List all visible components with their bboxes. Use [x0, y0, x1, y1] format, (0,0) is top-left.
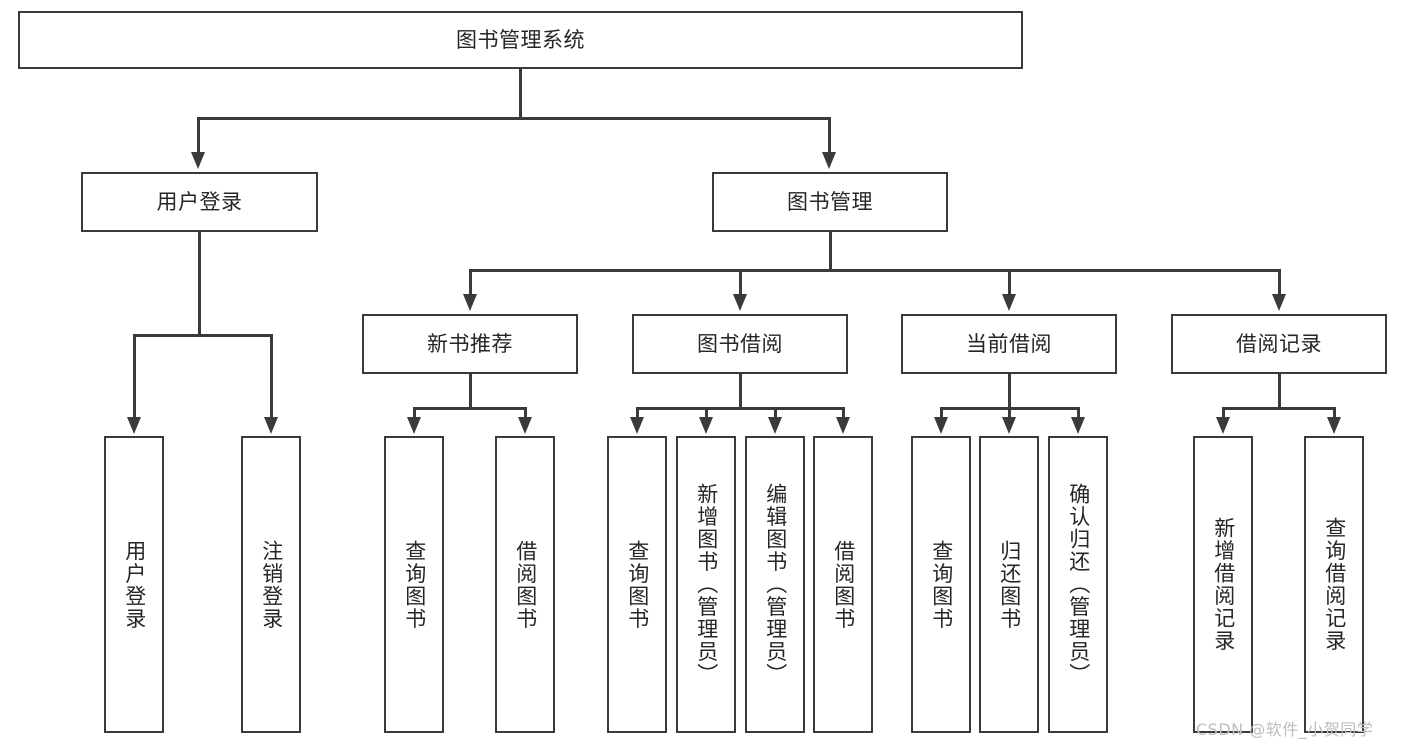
leaf-label: 用户登录: [122, 539, 147, 630]
connector-book-management-stem: [829, 232, 832, 271]
node-label: 图书管理系统: [456, 27, 585, 52]
leaf-cb-query-book[interactable]: 查询图书: [911, 436, 971, 733]
node-label: 当前借阅: [966, 331, 1052, 356]
leaf-logout[interactable]: 注销登录: [241, 436, 301, 733]
connector-bb-drop-2: [705, 407, 708, 419]
node-current-borrow[interactable]: 当前借阅: [901, 314, 1117, 374]
arrowhead-book-management: [822, 152, 836, 169]
connector-bb-drop-1: [636, 407, 639, 419]
leaf-cb-confirm-return-admin[interactable]: 确认归还（管理员）: [1048, 436, 1108, 733]
arrowhead-bb-1: [630, 417, 644, 434]
arrowhead-bb-4: [836, 417, 850, 434]
connector-drop-book-management: [828, 117, 831, 155]
node-label: 借阅记录: [1236, 331, 1322, 356]
leaf-bb-query-book[interactable]: 查询图书: [607, 436, 667, 733]
leaf-label: 查询图书: [929, 539, 954, 630]
node-label: 用户登录: [156, 189, 243, 214]
leaf-cb-return-book[interactable]: 归还图书: [979, 436, 1039, 733]
arrowhead-cb-3: [1071, 417, 1085, 434]
connector-cb-drop-2: [1008, 407, 1011, 419]
connector-level3-bus: [469, 269, 1281, 272]
leaf-label: 查询图书: [402, 539, 427, 630]
node-borrow-record[interactable]: 借阅记录: [1171, 314, 1387, 374]
connector-nbr-bus: [413, 407, 527, 410]
node-root-book-management-system[interactable]: 图书管理系统: [18, 11, 1023, 69]
connector-bb-drop-4: [842, 407, 845, 419]
leaf-br-add-record[interactable]: 新增借阅记录: [1193, 436, 1253, 733]
connector-drop-book-borrow: [739, 269, 742, 297]
node-label: 图书管理: [787, 189, 873, 214]
leaf-br-query-record[interactable]: 查询借阅记录: [1304, 436, 1364, 733]
connector-nbr-drop-1: [413, 407, 416, 419]
leaf-label: 借阅图书: [831, 539, 856, 630]
node-new-book-recommend[interactable]: 新书推荐: [362, 314, 578, 374]
connector-bb-bus: [636, 407, 844, 410]
connector-drop-leaf-user-login: [133, 334, 136, 419]
leaf-label: 确认归还（管理员）: [1066, 483, 1091, 686]
arrowhead-leaf-logout: [264, 417, 278, 434]
leaf-bb-add-book-admin[interactable]: 新增图书（管理员）: [676, 436, 736, 733]
arrowhead-nbr-2: [518, 417, 532, 434]
arrowhead-br-2: [1327, 417, 1341, 434]
leaf-bb-edit-book-admin[interactable]: 编辑图书（管理员）: [745, 436, 805, 733]
connector-drop-new-book-recommend: [469, 269, 472, 297]
leaf-label: 查询借阅记录: [1322, 517, 1347, 652]
connector-br-stem: [1278, 374, 1281, 409]
leaf-label: 新增图书（管理员）: [694, 483, 719, 686]
connector-br-drop-2: [1333, 407, 1336, 419]
arrowhead-bb-2: [699, 417, 713, 434]
arrowhead-nbr-1: [407, 417, 421, 434]
leaf-label: 编辑图书（管理员）: [763, 483, 788, 686]
node-book-borrow[interactable]: 图书借阅: [632, 314, 848, 374]
arrowhead-leaf-user-login: [127, 417, 141, 434]
leaf-label: 归还图书: [997, 539, 1022, 630]
connector-root-stem: [519, 69, 522, 118]
leaf-nbr-query-book[interactable]: 查询图书: [384, 436, 444, 733]
connector-level2-bus: [197, 117, 831, 120]
leaf-nbr-borrow-book[interactable]: 借阅图书: [495, 436, 555, 733]
connector-user-login-bus: [133, 334, 273, 337]
arrowhead-book-borrow: [733, 294, 747, 311]
connector-drop-current-borrow: [1008, 269, 1011, 297]
arrowhead-new-book-recommend: [463, 294, 477, 311]
leaf-bb-borrow-book[interactable]: 借阅图书: [813, 436, 873, 733]
connector-drop-borrow-record: [1278, 269, 1281, 297]
leaf-user-login[interactable]: 用户登录: [104, 436, 164, 733]
connector-nbr-stem: [469, 374, 472, 409]
connector-cb-drop-3: [1077, 407, 1080, 419]
connector-drop-user-login: [197, 117, 200, 155]
connector-drop-leaf-logout: [270, 334, 273, 419]
connector-cb-drop-1: [940, 407, 943, 419]
arrowhead-cb-2: [1002, 417, 1016, 434]
arrowhead-bb-3: [768, 417, 782, 434]
arrowhead-user-login: [191, 152, 205, 169]
leaf-label: 查询图书: [625, 539, 650, 630]
node-book-management[interactable]: 图书管理: [712, 172, 948, 232]
arrowhead-current-borrow: [1002, 294, 1016, 311]
arrowhead-borrow-record: [1272, 294, 1286, 311]
arrowhead-cb-1: [934, 417, 948, 434]
node-label: 图书借阅: [697, 331, 783, 356]
leaf-label: 新增借阅记录: [1211, 517, 1236, 652]
node-label: 新书推荐: [427, 331, 513, 356]
connector-br-drop-1: [1222, 407, 1225, 419]
node-user-login[interactable]: 用户登录: [81, 172, 318, 232]
csdn-watermark: CSDN @软件_小贺同学: [1196, 720, 1374, 739]
arrowhead-br-1: [1216, 417, 1230, 434]
leaf-label: 注销登录: [259, 539, 284, 630]
connector-cb-stem: [1008, 374, 1011, 409]
leaf-label: 借阅图书: [513, 539, 538, 630]
connector-user-login-stem: [198, 232, 201, 336]
connector-bb-stem: [739, 374, 742, 409]
connector-nbr-drop-2: [524, 407, 527, 419]
connector-bb-drop-3: [774, 407, 777, 419]
connector-br-bus: [1222, 407, 1336, 410]
